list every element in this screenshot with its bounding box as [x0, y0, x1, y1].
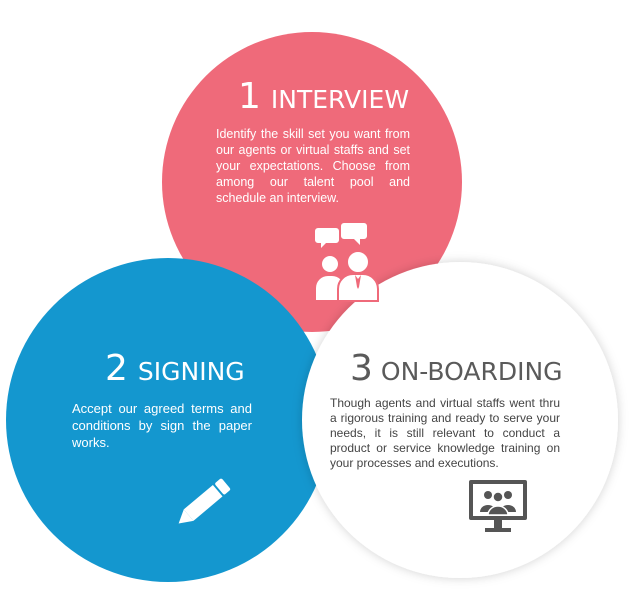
interview-title: INTERVIEW [270, 85, 410, 114]
signing-circle [6, 258, 330, 582]
monitor-group-icon [469, 480, 527, 532]
onboarding-title: ON-BOARDING [380, 357, 563, 386]
people-speech-bubbles-icon [315, 223, 379, 302]
signing-number: 2 [105, 348, 128, 389]
onboarding-number: 3 [350, 348, 373, 389]
onboarding-heading: 3 ON-BOARDING [350, 348, 563, 389]
onboarding-circle [302, 262, 618, 578]
signing-heading: 2 SIGNING [105, 348, 245, 389]
interview-heading: 1 INTERVIEW [238, 76, 409, 117]
signing-title: SIGNING [137, 357, 245, 386]
interview-number: 1 [238, 76, 261, 117]
pencil-icon [178, 478, 231, 524]
signing-description: Accept our agreed terms and conditions b… [72, 401, 252, 450]
onboarding-description: Though agents and virtual staffs went th… [330, 396, 560, 470]
interview-circle [162, 32, 462, 332]
interview-description: Identify the skill set you want from our… [216, 127, 410, 205]
